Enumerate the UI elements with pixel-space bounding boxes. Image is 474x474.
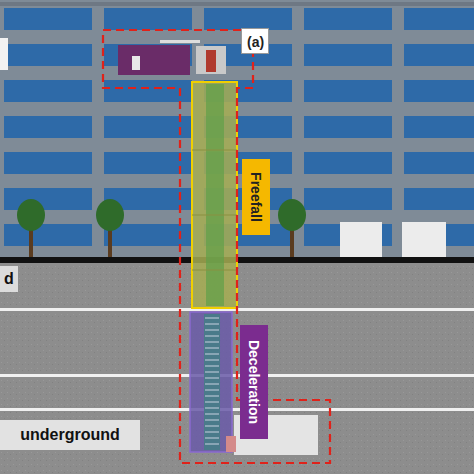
- ladder-rung: [205, 330, 219, 331]
- label-text: (a): [247, 34, 264, 50]
- deceleration-label: Deceleration: [240, 325, 268, 439]
- ladder-rung: [205, 432, 219, 433]
- panel-label: (a): [241, 28, 269, 54]
- ladder-rung: [205, 354, 219, 355]
- ladder-rung: [205, 318, 219, 319]
- ground-label: d: [0, 266, 18, 292]
- ladder-rung: [205, 348, 219, 349]
- ladder-rung: [205, 402, 219, 403]
- label-text: Deceleration: [246, 340, 262, 424]
- ladder-rung: [205, 420, 219, 421]
- ladder-rung: [205, 414, 219, 415]
- ladder-rung: [205, 378, 219, 379]
- ladder-rung: [205, 366, 219, 367]
- ladder-rung: [205, 438, 219, 439]
- underground-label: underground: [0, 420, 140, 450]
- ladder-rung: [205, 396, 219, 397]
- ladder-rung: [205, 336, 219, 337]
- ladder-rung: [205, 324, 219, 325]
- ladder-rung: [205, 444, 219, 445]
- ladder-rung: [205, 390, 219, 391]
- label-text: d: [4, 270, 14, 288]
- ladder-rung: [205, 384, 219, 385]
- label-text: Freefall: [248, 172, 264, 222]
- ladder-rung: [205, 372, 219, 373]
- ladder-rung: [205, 360, 219, 361]
- ladder-rung: [205, 342, 219, 343]
- ladder-rung: [205, 426, 219, 427]
- label-text: underground: [20, 426, 120, 444]
- ladder-rung: [205, 408, 219, 409]
- freefall-label: Freefall: [242, 159, 270, 235]
